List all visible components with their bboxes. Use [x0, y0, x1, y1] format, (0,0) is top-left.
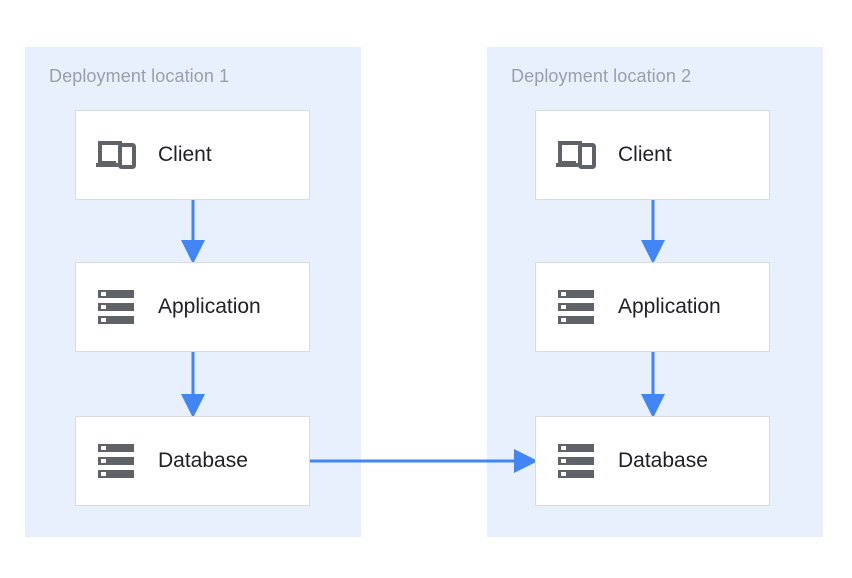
node-application-1-label: Application	[158, 295, 261, 318]
server-icon	[94, 285, 138, 329]
devices-icon	[94, 133, 138, 177]
connector-app-2-to-database-2	[628, 350, 678, 420]
node-database-2-label: Database	[618, 449, 708, 472]
node-application-2[interactable]: Application	[535, 262, 770, 352]
connector-app-1-to-database-1	[168, 350, 218, 420]
zone-2-title: Deployment location 2	[511, 66, 692, 86]
connector-client-2-to-app-2	[628, 198, 678, 266]
server-icon	[554, 285, 598, 329]
node-client-2[interactable]: Client	[535, 110, 770, 200]
connector-client-1-to-app-1	[168, 198, 218, 266]
node-database-1[interactable]: Database	[75, 416, 310, 506]
node-database-2[interactable]: Database	[535, 416, 770, 506]
zone-1-title: Deployment location 1	[49, 66, 230, 86]
server-icon	[554, 439, 598, 483]
connector-database-1-to-database-2	[308, 441, 540, 481]
node-client-2-label: Client	[618, 143, 672, 166]
node-database-1-label: Database	[158, 449, 248, 472]
devices-icon	[554, 133, 598, 177]
node-application-1[interactable]: Application	[75, 262, 310, 352]
node-application-2-label: Application	[618, 295, 721, 318]
node-client-1[interactable]: Client	[75, 110, 310, 200]
node-client-1-label: Client	[158, 143, 212, 166]
server-icon	[94, 439, 138, 483]
